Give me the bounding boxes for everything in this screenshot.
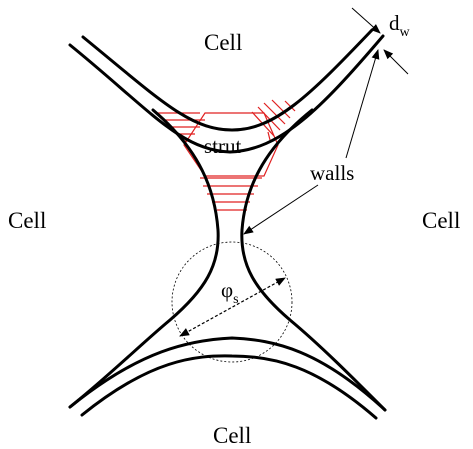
- strut-label: strut: [204, 134, 242, 158]
- lower-cell-walls: [68, 336, 387, 420]
- cell-top-label: Cell: [204, 30, 242, 55]
- strut-diameter-circle: [171, 241, 293, 363]
- cell-right-label: Cell: [422, 208, 460, 233]
- dw-arrow-top: [351, 7, 381, 34]
- phi-sub: s: [233, 292, 238, 307]
- dw-arrow-bottom: [383, 49, 409, 75]
- dw-label: dw: [389, 11, 411, 40]
- left-neck-wall: [68, 108, 220, 409]
- walls-arrow-lower: [243, 184, 319, 235]
- dw-main: d: [389, 11, 400, 35]
- right-neck-wall: [240, 108, 387, 412]
- strut-hatching: [158, 99, 296, 211]
- upper-cell-walls: [68, 28, 385, 154]
- phi-s-label: φs: [221, 278, 239, 307]
- walls-label: walls: [310, 161, 354, 185]
- cell-bottom-label: Cell: [213, 423, 251, 448]
- cell-left-label: Cell: [8, 208, 46, 233]
- phi-main: φ: [221, 278, 233, 302]
- dw-sub: w: [400, 25, 411, 40]
- walls-arrow-upper: [345, 49, 380, 159]
